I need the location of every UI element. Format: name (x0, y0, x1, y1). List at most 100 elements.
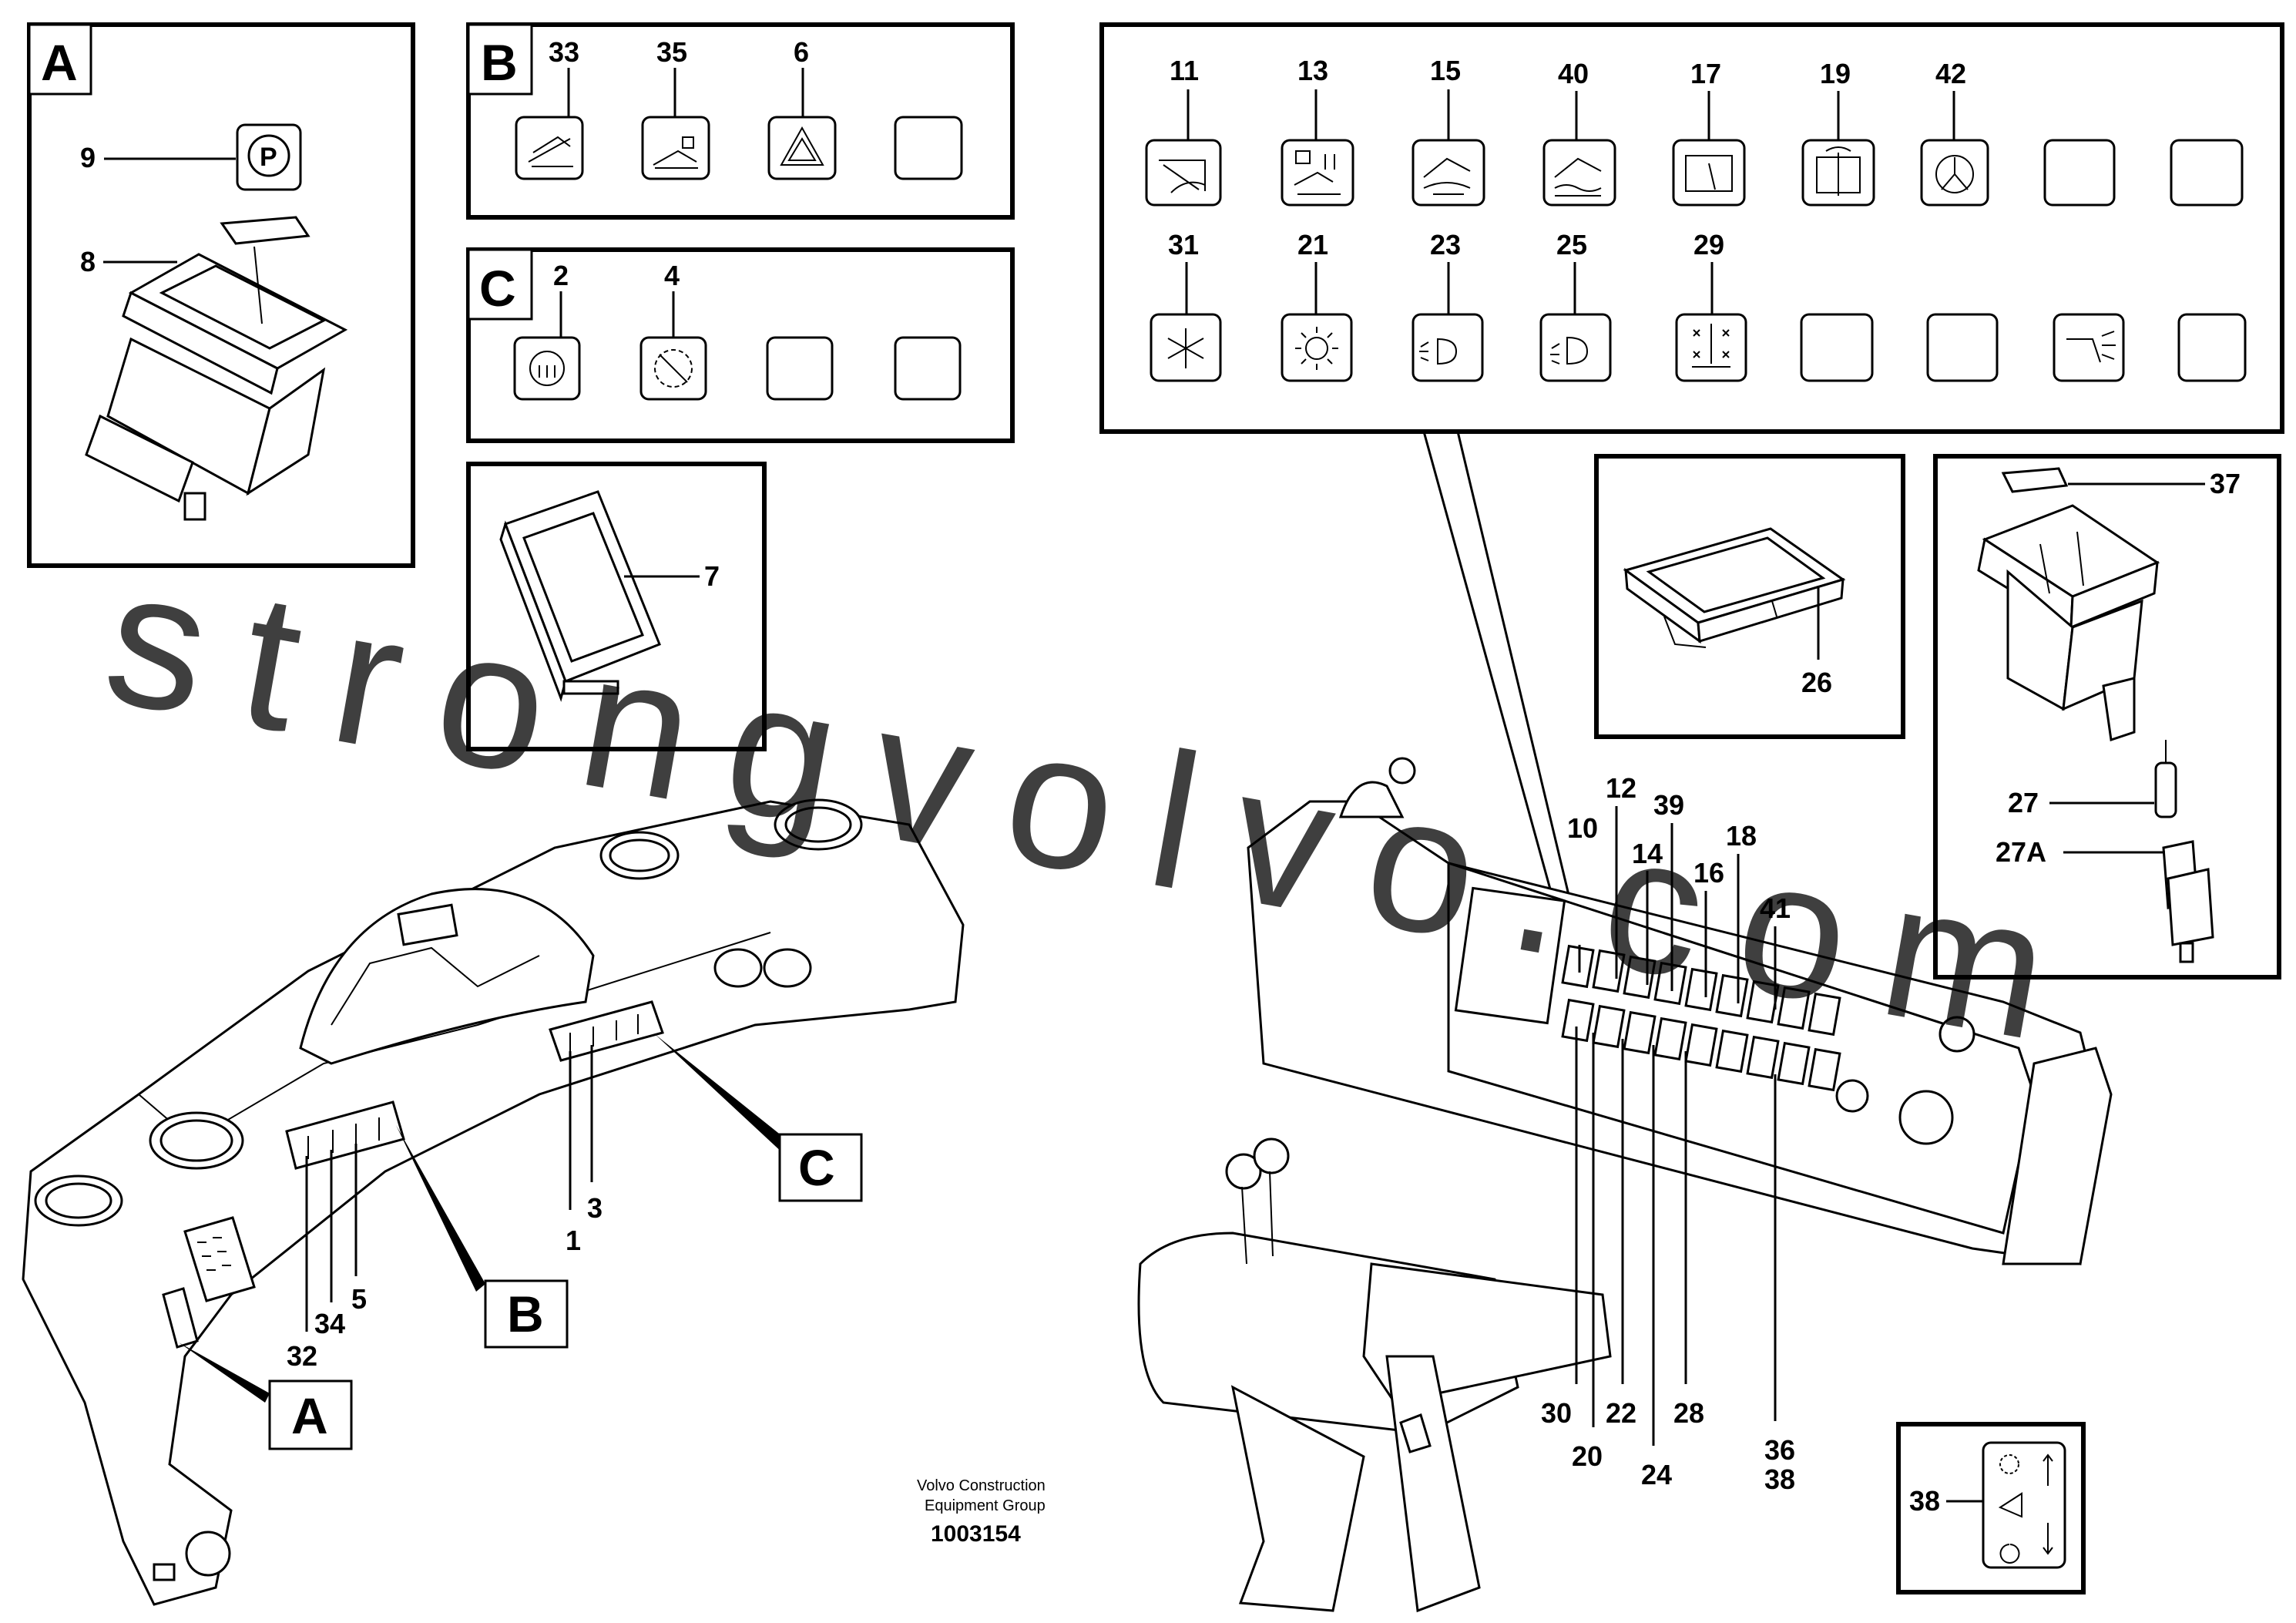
windshield-wiper-icon (1672, 139, 1746, 207)
hazard-warning-icon (767, 116, 837, 180)
work-light-icon (1281, 313, 1353, 382)
label-13: 13 (1297, 55, 1328, 86)
label-15: 15 (1430, 55, 1461, 86)
left-dashboard-drawing (22, 798, 965, 1606)
disengage-icon (639, 336, 707, 401)
blank-switch-icon (2177, 313, 2247, 382)
front-wiper-icon (1412, 139, 1485, 207)
panel-e: 11 13 15 40 17 19 42 (1099, 22, 2284, 434)
panel-c: C 2 4 (466, 247, 1015, 443)
doc-number: 1003154 (931, 1521, 1021, 1547)
blank-switch-icon (894, 336, 962, 401)
label-6: 6 (794, 36, 809, 68)
parking-brake-icon: P (236, 123, 302, 191)
rocker-switch-drawing (85, 216, 348, 521)
label-8: 8 (80, 246, 96, 277)
label-9: 9 (80, 142, 96, 173)
bucket-level-icon (515, 116, 584, 180)
label-37: 37 (2210, 468, 2241, 499)
callout-41: 41 (1760, 892, 1791, 924)
switch-group-c (549, 1000, 664, 1062)
fuse-drawing (2154, 740, 2214, 963)
callout-34: 34 (314, 1308, 345, 1339)
panel-b-letter: B (481, 34, 518, 91)
callout-14: 14 (1632, 838, 1663, 869)
front-washer-icon (1542, 139, 1616, 207)
callout-20: 20 (1572, 1440, 1603, 1472)
callout-39: 39 (1653, 789, 1684, 821)
blank-switch-icon (766, 336, 834, 401)
boom-lock-icon (641, 116, 710, 180)
callout-22: 22 (1606, 1397, 1636, 1429)
label-19: 19 (1820, 58, 1851, 89)
gear-shift-mode-icon (1982, 1441, 2066, 1569)
label-21: 21 (1297, 229, 1328, 260)
label-38: 38 (1909, 1485, 1940, 1517)
callout-18: 18 (1726, 820, 1757, 852)
svg-text:P: P (260, 143, 277, 172)
blank-switch-icon (1800, 313, 1874, 382)
rear-work-light-icon (1539, 313, 1612, 382)
blank-switch-icon (2170, 139, 2244, 207)
label-25: 25 (1556, 229, 1587, 260)
credit-line-1: Volvo Construction (917, 1477, 1046, 1494)
svg-text:C: C (798, 1139, 835, 1196)
panel-f: 26 (1594, 454, 1905, 739)
callout-12: 12 (1606, 772, 1636, 804)
pointer-box-b: B (484, 1279, 569, 1349)
headlight-icon (1412, 313, 1484, 382)
callout-24: 24 (1641, 1459, 1672, 1490)
label-35: 35 (656, 36, 687, 68)
label-26: 26 (1801, 667, 1832, 698)
label-11: 11 (1170, 55, 1199, 86)
label-4: 4 (664, 260, 680, 291)
panel-a: A 9 P 8 (27, 22, 415, 568)
callout-3: 3 (587, 1192, 603, 1224)
defroster-icon (1675, 313, 1747, 382)
label-7: 7 (704, 560, 720, 592)
label-40: 40 (1558, 58, 1589, 89)
svg-text:B: B (507, 1285, 544, 1342)
pointer-box-a: A (268, 1379, 353, 1450)
label-27: 27 (2008, 787, 2039, 818)
panel-d: 7 (466, 462, 767, 751)
panel-c-letter: C (479, 260, 516, 317)
label-23: 23 (1430, 229, 1461, 260)
label-27A: 27A (1996, 836, 2046, 868)
panel-b: B 33 35 6 (466, 22, 1015, 220)
credit-line-2: Equipment Group (925, 1497, 1046, 1514)
label-2: 2 (553, 260, 569, 291)
boom-suspension-lock-icon (1281, 139, 1354, 207)
seat-heat-icon (513, 336, 581, 401)
steering-icon (1920, 139, 1989, 207)
label-17: 17 (1690, 58, 1721, 89)
label-29: 29 (1693, 229, 1724, 260)
pointer-box-c: C (778, 1133, 863, 1202)
callout-16: 16 (1693, 857, 1724, 889)
keypad (183, 1216, 256, 1302)
switch-group-a (162, 1287, 199, 1349)
wiper-interval-icon (1801, 139, 1875, 207)
callout-5: 5 (351, 1283, 367, 1315)
high-beam-icon (2053, 313, 2125, 382)
rear-wiper-icon (1145, 139, 1222, 207)
callout-38: 38 (1764, 1463, 1795, 1495)
callout-30: 30 (1541, 1397, 1572, 1429)
blank-switch-icon (1926, 313, 1999, 382)
blank-switch-icon (894, 116, 963, 180)
callout-28: 28 (1673, 1397, 1704, 1429)
svg-text:A: A (291, 1387, 328, 1444)
panel-h: 38 (1896, 1422, 2086, 1594)
label-31: 31 (1168, 229, 1199, 260)
right-console-drawing (1137, 757, 2113, 1613)
blank-switch-icon (2043, 139, 2116, 207)
air-conditioning-icon (1150, 313, 1222, 382)
callout-1: 1 (566, 1225, 581, 1256)
callout-10: 10 (1567, 812, 1598, 844)
panel-g: 37 27 27A (1933, 454, 2281, 980)
panel-a-letter: A (41, 34, 78, 91)
console-switch-grid (1561, 944, 1841, 1092)
label-42: 42 (1935, 58, 1966, 89)
rocker-switch-drawing (1977, 504, 2160, 741)
